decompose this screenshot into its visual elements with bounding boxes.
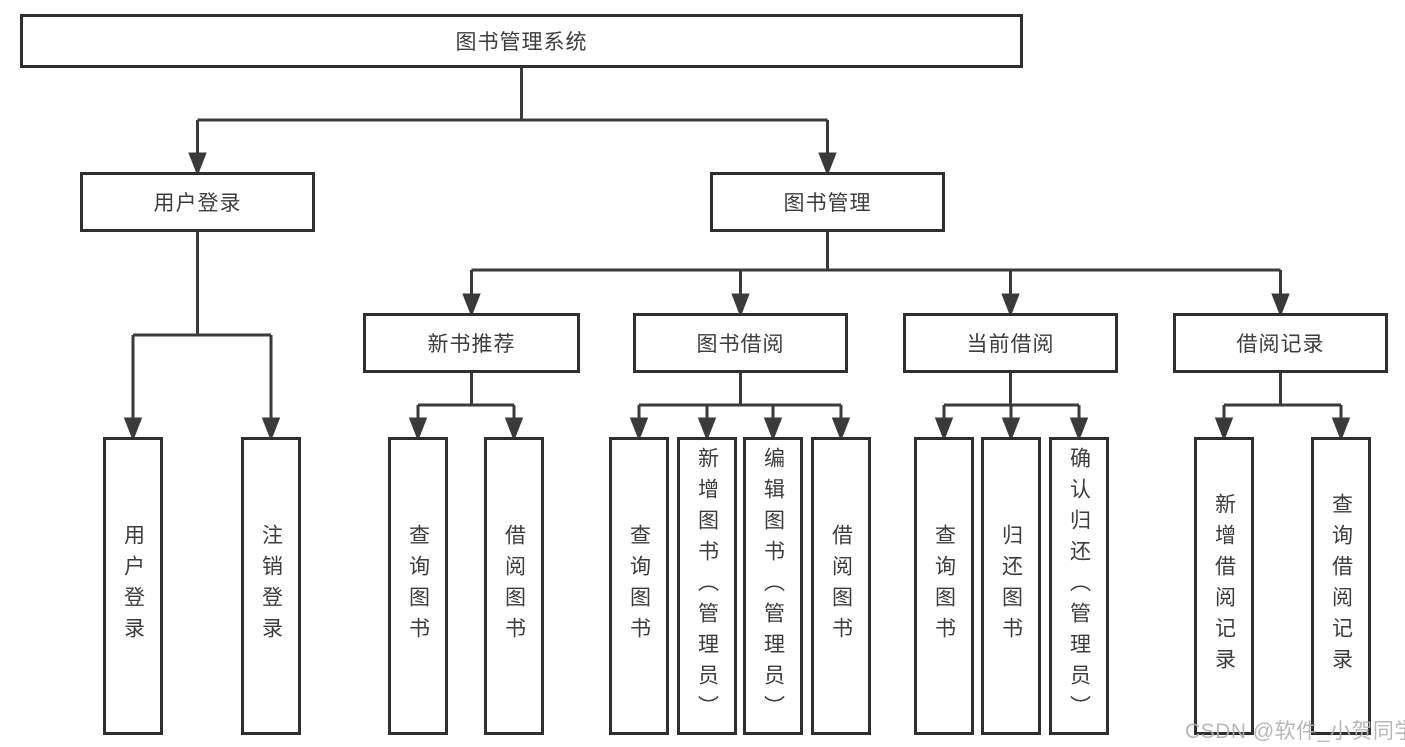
connector-userlogin-to-leaves (123, 232, 281, 442)
arrowhead-icon (818, 152, 837, 177)
arrowhead-icon (629, 417, 649, 442)
arrowhead-icon (1069, 417, 1089, 442)
node-leaf-logout: 注销登录 (241, 437, 301, 735)
node-leaf-return-books: 归还图书 (981, 437, 1041, 735)
node-leaf-user-login: 用户登录 (103, 437, 163, 735)
arrowhead-icon (123, 417, 143, 442)
node-leaf-query-books-current: 查询图书 (914, 437, 974, 735)
arrowhead-icon (188, 152, 207, 177)
connector-curborrow-to-leaves (934, 373, 1089, 442)
node-leaf-query-borrow-record: 查询借阅记录 (1311, 437, 1371, 735)
node-leaf-edit-book-admin: 编辑图书（管理员） (743, 437, 803, 735)
node-leaf-query-books-recommend: 查询图书 (388, 437, 448, 735)
node-borrowing-records: 借阅记录 (1173, 313, 1388, 373)
connector-newbook-to-leaves (408, 373, 524, 442)
arrowhead-icon (504, 417, 524, 442)
arrowhead-icon (697, 417, 717, 442)
node-leaf-borrow-books-recommend: 借阅图书 (484, 437, 544, 735)
arrowhead-icon (1331, 417, 1351, 442)
node-leaf-add-borrow-record: 新增借阅记录 (1194, 437, 1254, 735)
node-user-login: 用户登录 (80, 172, 315, 232)
connector-root-to-level2 (188, 68, 837, 177)
arrowhead-icon (1214, 417, 1234, 442)
node-leaf-add-book-admin: 新增图书（管理员） (677, 437, 737, 735)
connector-bookborrow-to-leaves (629, 373, 851, 442)
arrowhead-icon (408, 417, 428, 442)
node-leaf-query-books-borrow: 查询图书 (609, 437, 669, 735)
arrowhead-icon (261, 417, 281, 442)
arrowhead-icon (831, 417, 851, 442)
arrowhead-icon (1271, 293, 1290, 318)
node-leaf-confirm-return-admin: 确认归还（管理员） (1049, 437, 1109, 735)
node-current-borrowing: 当前借阅 (903, 313, 1118, 373)
arrowhead-icon (462, 293, 481, 318)
arrowhead-icon (763, 417, 783, 442)
connector-bookmgmt-to-level3 (462, 232, 1290, 318)
arrowhead-icon (1001, 293, 1020, 318)
node-leaf-borrow-books: 借阅图书 (811, 437, 871, 735)
arrowhead-icon (934, 417, 954, 442)
node-new-book-recommend: 新书推荐 (363, 313, 580, 373)
connector-borrowrec-to-leaves (1214, 373, 1351, 442)
node-root: 图书管理系统 (20, 14, 1023, 68)
arrowhead-icon (731, 293, 750, 318)
watermark: CSDN @软件_小贺同学 (1185, 720, 1405, 743)
node-book-borrowing: 图书借阅 (633, 313, 848, 373)
node-book-management: 图书管理 (710, 172, 945, 232)
arrowhead-icon (1001, 417, 1021, 442)
